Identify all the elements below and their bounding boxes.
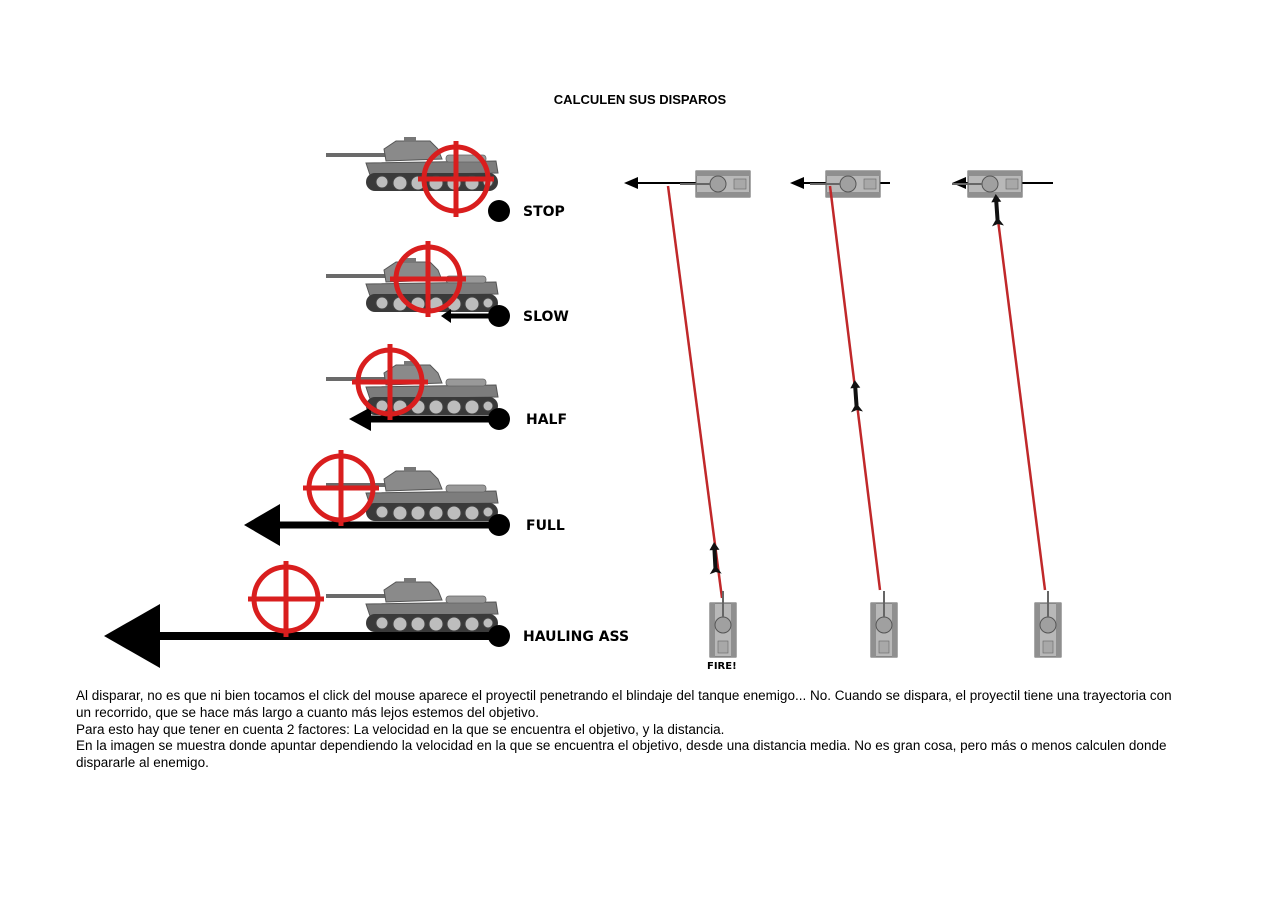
speed-label: HALF (526, 412, 567, 428)
speed-label: STOP (523, 204, 565, 220)
shooter-tank-top-icon (709, 590, 737, 658)
paragraph: Al disparar, no es que ni bien tocamos e… (76, 688, 1172, 720)
paragraph: Para esto hay que tener en cuenta 2 fact… (76, 721, 725, 737)
arrow-head (441, 309, 451, 323)
paragraph: En la imagen se muestra donde apuntar de… (76, 738, 1167, 771)
position-dot (488, 200, 510, 222)
arrow-head (349, 407, 371, 431)
target-tank-top-icon (951, 170, 1053, 198)
target-tank-top-icon (624, 170, 751, 198)
speed-label: HAULING ASS (523, 629, 629, 645)
speed-row-half: HALF (325, 344, 567, 431)
scenario-1: FIRE! (624, 170, 751, 672)
position-dot (488, 408, 510, 430)
speed-row-hauling-ass: HAULING ASS (104, 561, 629, 668)
projectile-icon (989, 193, 1004, 227)
explanation-text: Al disparar, no es que ni bien tocamos e… (76, 688, 1186, 772)
position-dot (488, 514, 510, 536)
scenario-3 (951, 170, 1062, 658)
trajectory-line (666, 185, 724, 599)
shooter-tank-top-icon (1034, 590, 1062, 658)
position-dot (488, 305, 510, 327)
tank-side-icon (325, 136, 499, 192)
fire-label: FIRE! (707, 661, 737, 672)
scenario-2 (790, 170, 898, 658)
target-tank-top-icon (790, 170, 890, 198)
arrow-head (244, 504, 280, 546)
position-dot (488, 625, 510, 647)
projectile-icon (848, 379, 863, 413)
tank-side-icon (325, 577, 499, 633)
speed-row-full: FULL (244, 450, 565, 546)
page-title: CALCULEN SUS DISPAROS (553, 92, 727, 107)
aim-diagram: STOP SLOW HALF FULL HAULING ASS FIRE! (104, 136, 1062, 672)
tank-side-icon (325, 466, 499, 522)
projectile-icon (708, 541, 722, 575)
arrow-head (104, 604, 160, 668)
crosshair-icon (248, 561, 324, 637)
speed-row-stop: STOP (325, 136, 565, 222)
shooter-tank-top-icon (870, 590, 898, 658)
trajectory-line (996, 219, 1047, 591)
speed-row-slow: SLOW (325, 241, 569, 327)
speed-label: SLOW (523, 309, 569, 325)
speed-label: FULL (526, 518, 565, 534)
